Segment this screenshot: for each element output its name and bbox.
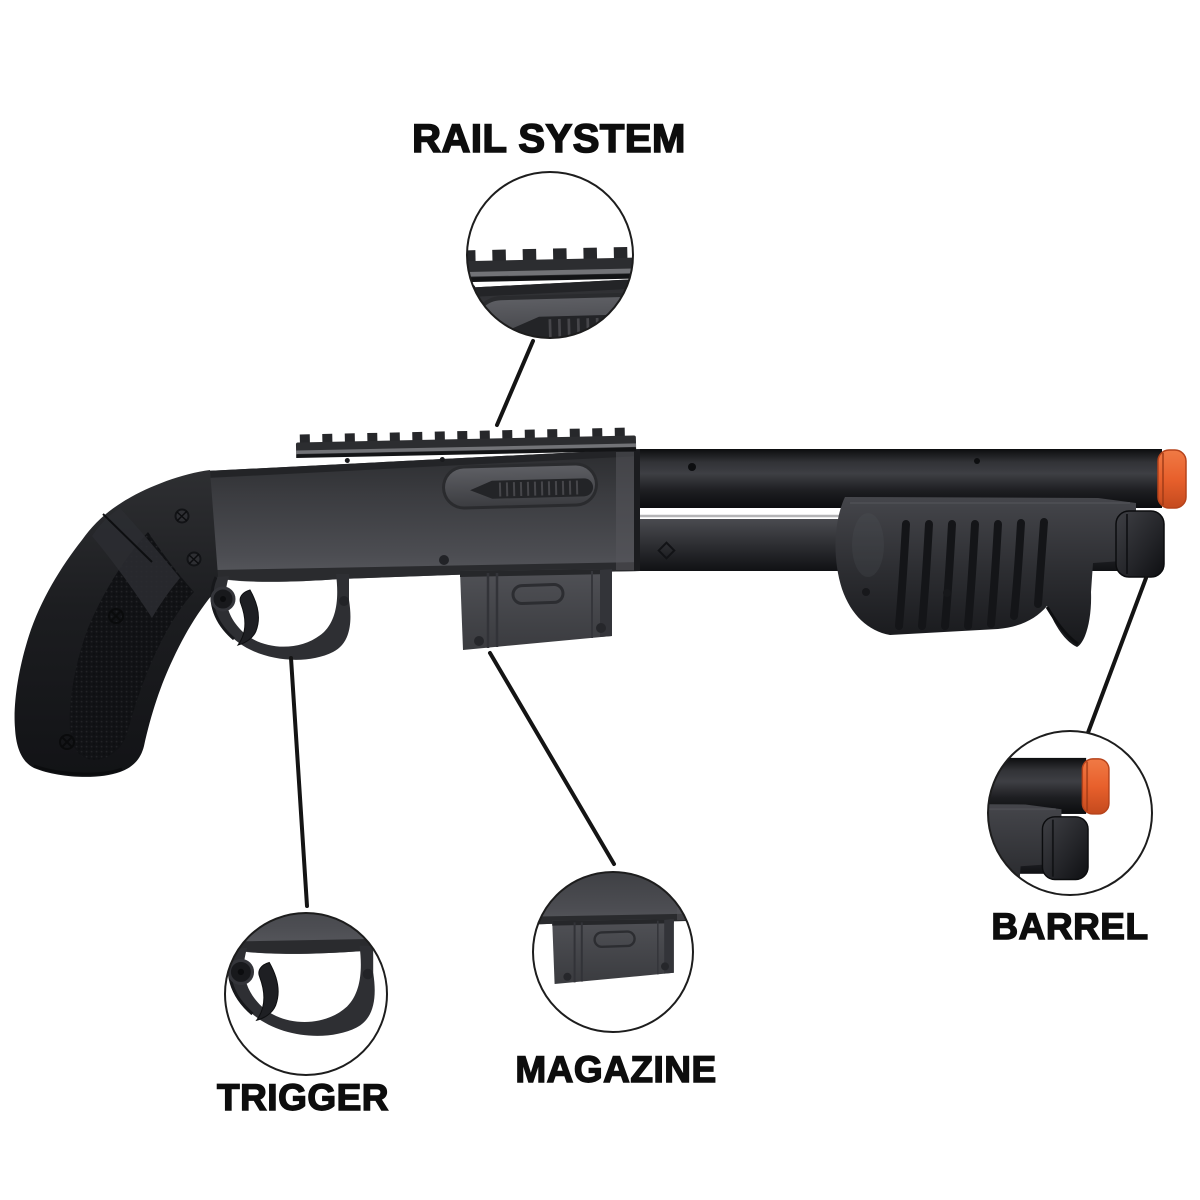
label-rail-system: RAIL SYSTEM xyxy=(412,117,686,161)
trigger-inset xyxy=(224,912,388,1076)
trigger-callout-line xyxy=(289,656,309,908)
label-barrel: BARREL xyxy=(991,906,1148,947)
rail-callout-line xyxy=(495,339,535,427)
barrel-callout-line xyxy=(1084,576,1148,740)
label-magazine: MAGAZINE xyxy=(515,1049,716,1090)
magazine-callout-line xyxy=(488,651,616,866)
magazine-inset xyxy=(532,871,694,1033)
barrel-inset xyxy=(987,730,1153,896)
label-trigger: TRIGGER xyxy=(217,1077,389,1118)
gun-illustration xyxy=(15,427,1186,777)
rail-system-inset xyxy=(466,171,634,339)
